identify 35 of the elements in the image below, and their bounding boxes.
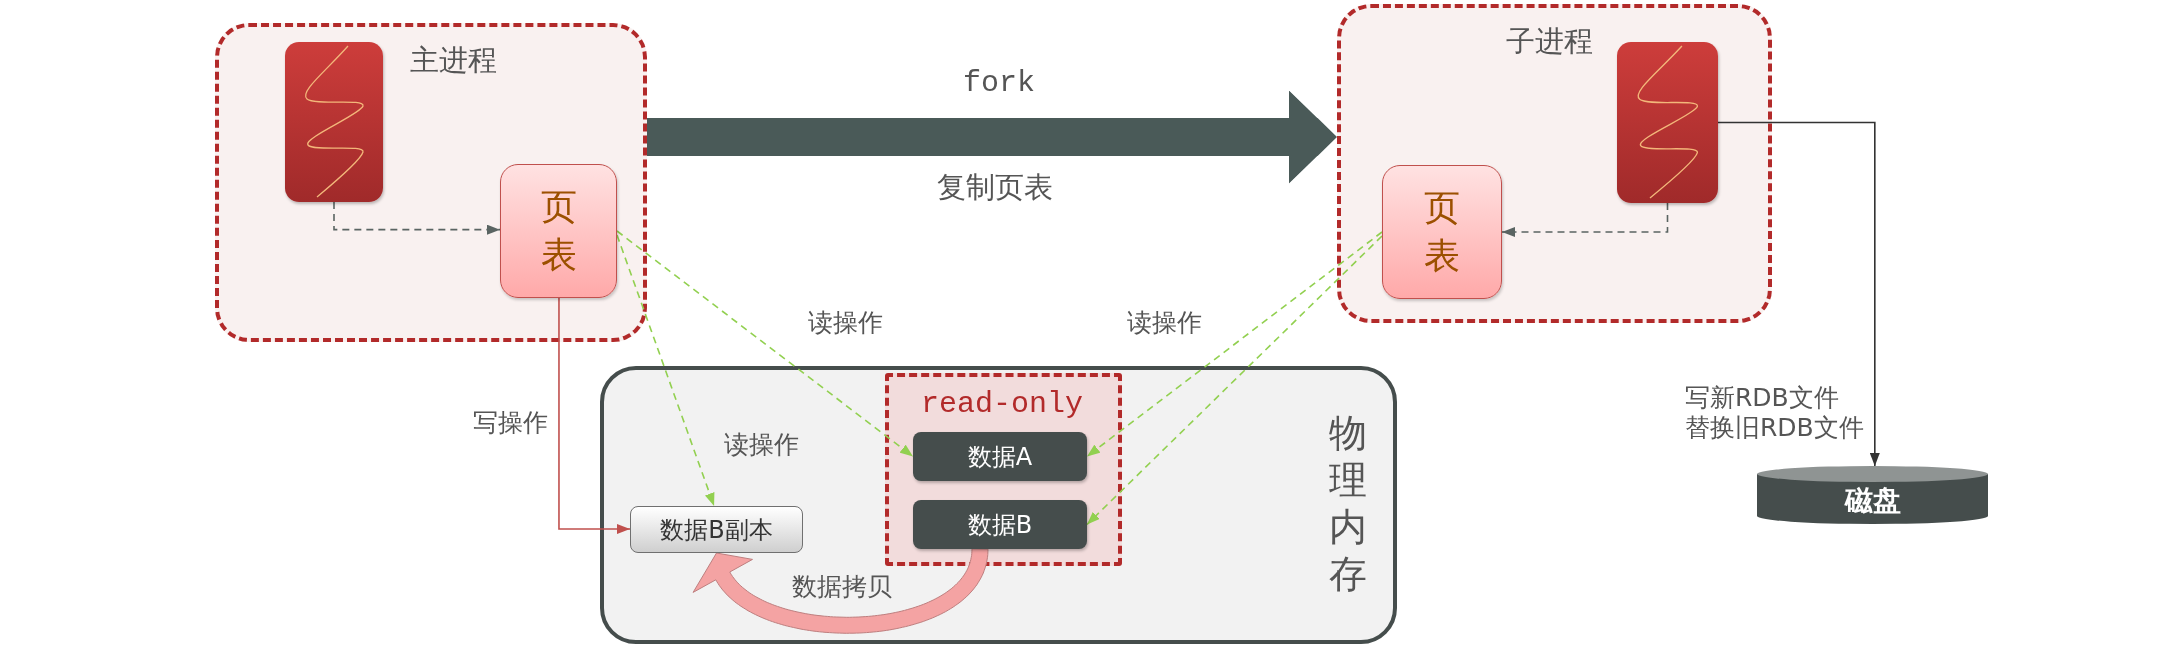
group-title: 主进程 — [410, 42, 497, 79]
arrow — [1717, 121, 1880, 467]
arrow — [333, 201, 501, 235]
arrow — [1501, 202, 1669, 237]
squiggle-icon — [1617, 42, 1718, 203]
squiggle-icon — [285, 42, 383, 202]
read-only-region — [885, 373, 1122, 566]
data-block: 数据A — [913, 432, 1087, 481]
arrow — [616, 230, 914, 458]
disk-cylinder — [1757, 466, 1988, 524]
process-group — [1337, 4, 1772, 323]
data-block: 数据B — [913, 500, 1087, 549]
group-title: 子进程 — [1506, 23, 1593, 60]
edge-label: 写操作 — [473, 408, 548, 438]
page-table-box: 页表 — [1382, 165, 1502, 299]
block-arrow — [647, 90, 1337, 184]
arrow — [558, 297, 631, 535]
curved-arrow — [692, 548, 989, 634]
page-table-box: 页表 — [500, 164, 617, 298]
arrow — [1086, 235, 1383, 526]
arrow-caption: 复制页表 — [937, 172, 1053, 202]
arrow — [1086, 231, 1383, 458]
edge-label: 数据拷贝 — [792, 572, 892, 602]
edge-label: 读操作 — [724, 430, 799, 460]
arrow — [616, 234, 715, 507]
panel-title: 物理内存 — [1328, 410, 1368, 598]
memory-panel — [600, 366, 1397, 644]
edge-label: 读操作 — [1127, 308, 1202, 338]
edge-label: 写新RDB文件替换旧RDB文件 — [1685, 383, 1864, 443]
edge-label: 读操作 — [808, 308, 883, 338]
edge-label: fork — [963, 68, 1035, 98]
region-title: read-only — [921, 387, 1084, 421]
disk-label: 磁盘 — [1844, 483, 1901, 519]
process-group — [215, 23, 647, 342]
data-copy-box: 数据B副本 — [630, 506, 803, 553]
